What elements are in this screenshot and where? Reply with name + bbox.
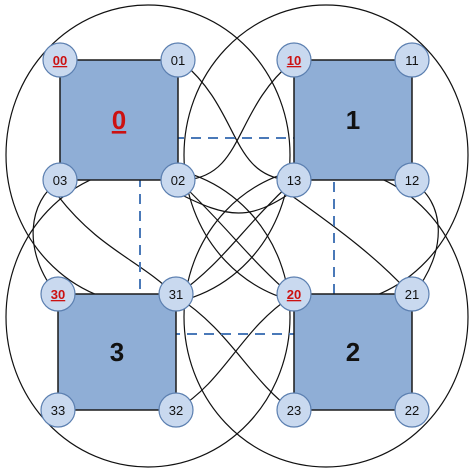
node-label-20: 20 bbox=[287, 287, 301, 302]
link-01-13 bbox=[181, 61, 289, 181]
group-label: 0 bbox=[112, 105, 126, 135]
node-10 bbox=[276, 42, 312, 78]
group-label: 2 bbox=[346, 337, 360, 367]
center-dashed-box bbox=[139, 137, 335, 335]
node-01 bbox=[160, 42, 196, 78]
node-label-21: 21 bbox=[405, 287, 419, 302]
group-1: 1 10 11 12 13 bbox=[276, 42, 430, 198]
node-33 bbox=[40, 392, 76, 428]
node-03 bbox=[42, 162, 78, 198]
node-00 bbox=[42, 42, 78, 78]
node-label-01: 01 bbox=[171, 53, 185, 68]
node-label-32: 32 bbox=[169, 403, 183, 418]
group-label: 3 bbox=[110, 337, 124, 367]
node-21 bbox=[394, 276, 430, 312]
node-30 bbox=[40, 276, 76, 312]
node-label-22: 22 bbox=[405, 403, 419, 418]
node-31 bbox=[158, 276, 194, 312]
link-02-13-lower bbox=[175, 191, 293, 214]
node-label-00: 00 bbox=[53, 53, 67, 68]
link-02-20 bbox=[179, 181, 293, 297]
node-label-12: 12 bbox=[405, 173, 419, 188]
node-label-02: 02 bbox=[171, 173, 185, 188]
node-22 bbox=[394, 392, 430, 428]
node-13 bbox=[276, 162, 312, 198]
group-square bbox=[57, 293, 177, 411]
link-13-21 bbox=[291, 195, 413, 297]
node-20 bbox=[276, 276, 312, 312]
group-2: 2 20 21 22 23 bbox=[276, 276, 430, 428]
group-square bbox=[59, 59, 179, 181]
node-label-30: 30 bbox=[51, 287, 65, 302]
node-23 bbox=[276, 392, 312, 428]
node-label-03: 03 bbox=[53, 173, 67, 188]
node-02 bbox=[160, 162, 196, 198]
node-label-10: 10 bbox=[287, 53, 301, 68]
link-13-31 bbox=[175, 181, 293, 297]
group-label: 1 bbox=[346, 105, 360, 135]
node-32 bbox=[158, 392, 194, 428]
link-03-31 bbox=[57, 195, 177, 297]
node-label-11: 11 bbox=[405, 53, 419, 68]
node-12 bbox=[394, 162, 430, 198]
node-label-23: 23 bbox=[287, 403, 301, 418]
group-square bbox=[293, 59, 413, 181]
node-label-33: 33 bbox=[51, 403, 65, 418]
link-31-23 bbox=[175, 295, 293, 411]
group-square bbox=[293, 293, 413, 411]
node-label-31: 31 bbox=[169, 287, 183, 302]
link-20-32 bbox=[175, 295, 293, 411]
group-3: 3 30 31 32 33 bbox=[40, 276, 194, 428]
link-10-02 bbox=[185, 61, 293, 181]
node-11 bbox=[394, 42, 430, 78]
node-label-13: 13 bbox=[287, 173, 301, 188]
